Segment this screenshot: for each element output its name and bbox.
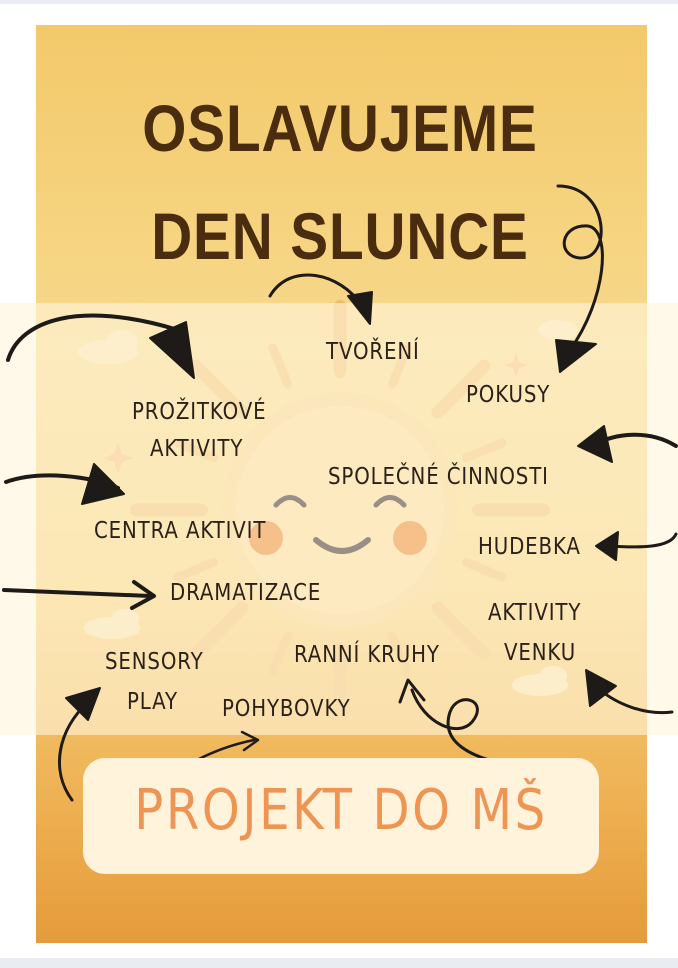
label-prozitkove-1: PROŽITKOVÉ bbox=[132, 399, 267, 425]
label-centra-aktivit: CENTRA AKTIVIT bbox=[94, 518, 267, 544]
footer-label: PROJEKT DO MŠ bbox=[134, 778, 548, 843]
arrow-icon bbox=[2, 580, 156, 610]
arrow-icon bbox=[577, 425, 678, 463]
label-aktivity-venku-2: VENKU bbox=[504, 640, 577, 666]
arrow-icon bbox=[6, 313, 195, 379]
label-pohybovky: POHYBOVKY bbox=[222, 696, 351, 722]
label-ranni-kruhy: RANNÍ KRUHY bbox=[294, 642, 440, 668]
label-aktivity-venku-1: AKTIVITY bbox=[488, 600, 582, 626]
arrow-icon bbox=[4, 463, 125, 505]
footer-badge: PROJEKT DO MŠ bbox=[83, 758, 599, 874]
light-band bbox=[0, 303, 678, 735]
label-sensory-2: PLAY bbox=[127, 689, 178, 715]
label-pokusy: POKUSY bbox=[466, 382, 551, 408]
label-spolecne-cinnosti: SPOLEČNÉ ČINNOSTI bbox=[328, 464, 549, 490]
arrow-icon bbox=[398, 678, 516, 768]
arrow-icon bbox=[555, 184, 604, 373]
label-sensory-1: SENSORY bbox=[105, 649, 204, 675]
title-line-1: OSLAVUJEME bbox=[142, 91, 538, 165]
arrow-icon bbox=[595, 531, 678, 561]
arrow-icon bbox=[268, 273, 373, 325]
smile-face-icon bbox=[249, 495, 427, 555]
bottom-strip bbox=[0, 958, 678, 968]
arrow-icon bbox=[585, 669, 674, 715]
title-line-2: DEN SLUNCE bbox=[151, 199, 529, 273]
top-strip bbox=[0, 0, 678, 4]
label-hudebka: HUDEBKA bbox=[478, 534, 581, 560]
label-dramatizace: DRAMATIZACE bbox=[170, 580, 322, 606]
arrow-icon bbox=[58, 687, 101, 802]
label-tvoreni: TVOŘENÍ bbox=[326, 339, 420, 365]
label-prozitkove-2: AKTIVITY bbox=[150, 436, 244, 462]
